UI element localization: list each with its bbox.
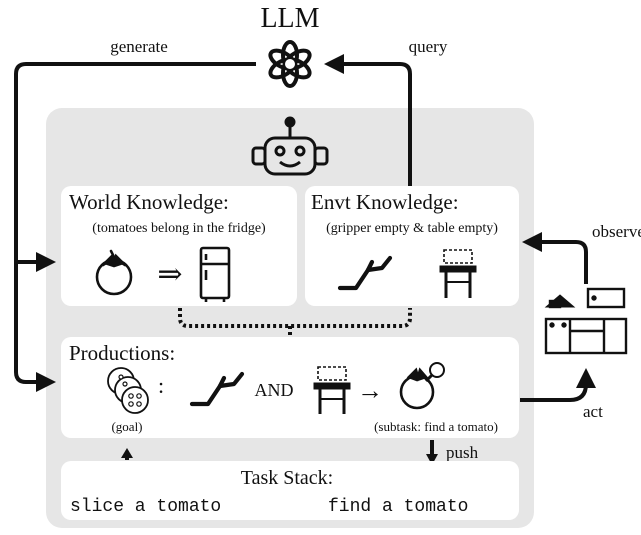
- task-stack-item-2: find a tomato: [328, 497, 468, 517]
- task-stack-box: [61, 461, 519, 520]
- rightarrow-symbol: →: [357, 376, 383, 405]
- world-knowledge-subtitle: (tomatoes belong in the fridge): [92, 221, 266, 236]
- observe-label: observe: [592, 222, 641, 241]
- goal-arrow-head: [121, 448, 133, 458]
- gripper-icon: [189, 371, 245, 407]
- tomato-icon: [95, 249, 133, 296]
- world-knowledge-box: [61, 186, 297, 306]
- act-arrow: [520, 368, 596, 402]
- act-label: act: [583, 402, 603, 421]
- generate-label: generate: [110, 37, 168, 56]
- envt-knowledge-box: [305, 186, 519, 306]
- openai-logo-icon: [268, 40, 312, 88]
- table-icon: [439, 249, 477, 298]
- push-label: push: [446, 443, 479, 462]
- llm-label: LLM: [260, 3, 319, 34]
- implies-symbol: ⇒: [157, 258, 182, 291]
- sliced-tomato-icon: [107, 367, 149, 414]
- robot-icon: [251, 116, 329, 176]
- goal-caption: (goal): [111, 419, 142, 434]
- observe-arrow: [522, 232, 588, 284]
- productions-colon: :: [158, 373, 164, 398]
- subtask-caption: (subtask: find a tomato): [374, 419, 498, 434]
- productions-box: [61, 337, 519, 438]
- world-knowledge-title: World Knowledge:: [69, 190, 229, 214]
- table-icon: [313, 366, 351, 414]
- fridge-icon: [199, 246, 231, 302]
- tomato-search-icon: [399, 362, 445, 410]
- push-arrow-head: [426, 454, 438, 465]
- generate-arrow: [14, 62, 256, 392]
- envt-knowledge-title: Envt Knowledge:: [311, 190, 459, 214]
- kitchen-icon: [544, 287, 628, 355]
- query-arrow: [324, 54, 412, 186]
- productions-title: Productions:: [69, 341, 175, 365]
- gripper-icon: [337, 255, 393, 291]
- task-stack-title: Task Stack:: [241, 467, 333, 489]
- and-label: AND: [255, 380, 294, 400]
- query-label: query: [409, 37, 448, 56]
- task-stack-item-1: slice a tomato: [70, 497, 221, 517]
- envt-knowledge-subtitle: (gripper empty & table empty): [326, 221, 498, 236]
